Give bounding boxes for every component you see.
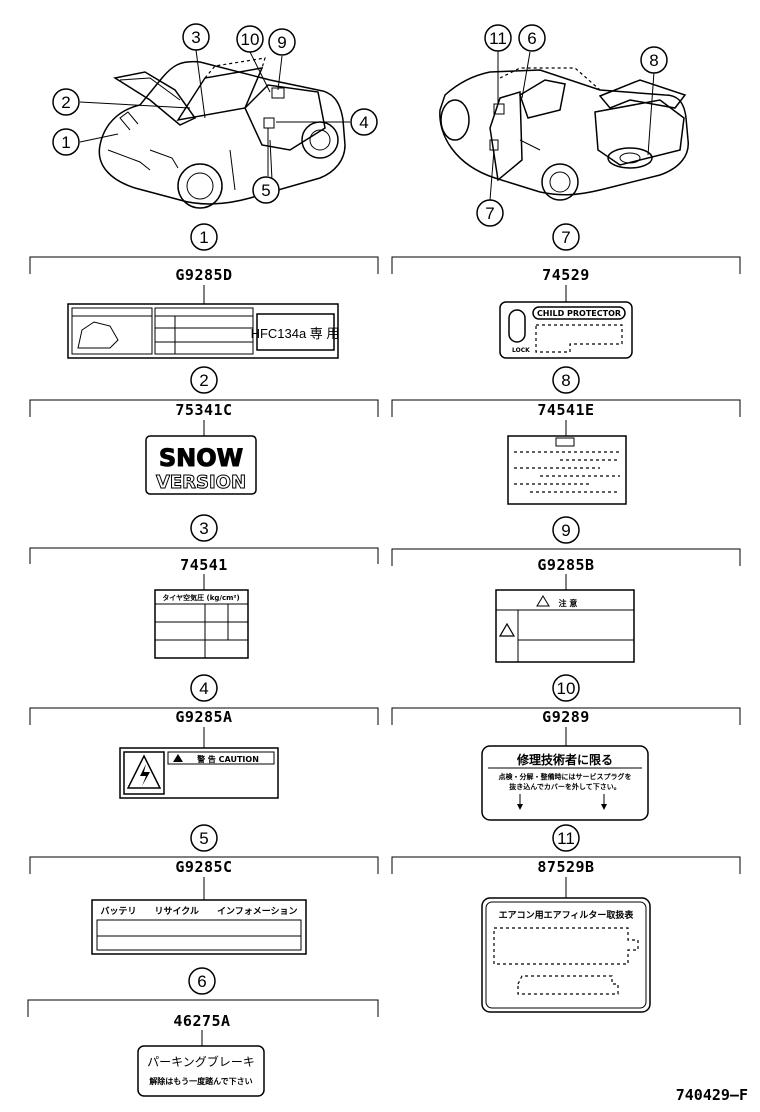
diagram-code: 740429–F (676, 1086, 748, 1104)
svg-text:3: 3 (199, 519, 208, 538)
label-caution-warning: 注 意 (495, 589, 635, 663)
part-number: 75341C (175, 401, 232, 419)
label-trunk-info (507, 435, 627, 505)
svg-text:8: 8 (649, 51, 658, 70)
svg-text:VERSION: VERSION (156, 472, 246, 493)
label-group-1: 1 G9285D HFC134a 専 用 (29, 223, 379, 359)
callout-8: 8 (640, 46, 668, 74)
label-snow-version: SNOW VERSION (145, 435, 257, 495)
svg-text:9: 9 (561, 521, 570, 540)
svg-text:LOCK: LOCK (512, 347, 530, 354)
svg-text:4: 4 (199, 679, 208, 698)
svg-text:6: 6 (197, 972, 206, 991)
label-group-6: 6 46275A パーキングブレーキ 解除はもう一度踏んで下さい (27, 967, 379, 1097)
label-battery-recycle: バッテリ リサイクル インフォメーション (91, 899, 307, 955)
part-number: 74541 (180, 556, 228, 574)
svg-text:11: 11 (489, 29, 507, 48)
label-group-10: 10 G9289 修理技術者に限る 点検・分解・整備時にはサービスプラグを 抜き… (391, 674, 741, 821)
label-group-9: 9 G9285B 注 意 (391, 516, 741, 663)
svg-text:9: 9 (277, 33, 286, 52)
part-number: G9289 (542, 708, 590, 726)
part-number: 87529B (537, 858, 594, 876)
part-number: 46275A (173, 1012, 230, 1030)
callout-10: 10 (236, 25, 264, 53)
part-number: G9285A (175, 708, 232, 726)
label-group-7: 7 74529 LOCK CHILD PROTECTOR (391, 223, 741, 359)
svg-text:点検・分解・整備時にはサービスプラグを: 点検・分解・整備時にはサービスプラグを (499, 772, 632, 781)
svg-text:1: 1 (199, 228, 208, 247)
svg-text:抜き込んでカバーを外して下さい。: 抜き込んでカバーを外して下さい。 (509, 782, 620, 791)
label-parking-brake: パーキングブレーキ 解除はもう一度踏んで下さい (137, 1045, 265, 1097)
svg-text:エアコン用エアフィルター取扱表: エアコン用エアフィルター取扱表 (499, 909, 635, 921)
svg-text:警 告 CAUTION: 警 告 CAUTION (196, 754, 259, 764)
label-group-3: 3 74541 タイヤ空気圧 (kg/cm²) (29, 514, 379, 659)
label-group-5: 5 G9285C バッテリ リサイクル インフォメーション (29, 824, 379, 955)
label-air-filter: エアコン用エアフィルター取扱表 (481, 897, 651, 1013)
svg-text:1: 1 (61, 133, 70, 152)
label-group-11: 11 87529B エアコン用エアフィルター取扱表 (391, 824, 741, 1013)
callout-1: 1 (52, 128, 80, 156)
callout-9: 9 (268, 28, 296, 56)
callout-2: 2 (52, 88, 80, 116)
part-number: G9285B (537, 556, 594, 574)
label-hfc134a: HFC134a 専 用 (67, 303, 340, 359)
svg-text:11: 11 (557, 829, 575, 848)
svg-text:5: 5 (261, 181, 270, 200)
svg-text:6: 6 (527, 29, 536, 48)
svg-text:5: 5 (199, 829, 208, 848)
car-rear-illustration (439, 67, 689, 201)
svg-text:10: 10 (241, 30, 260, 49)
svg-text:2: 2 (61, 93, 70, 112)
part-number: 74529 (542, 266, 590, 284)
callout-4: 4 (350, 108, 378, 136)
part-number: G9285D (175, 266, 232, 284)
svg-text:10: 10 (557, 679, 576, 698)
label-group-4: 4 G9285A 警 告 CAUTION (29, 674, 379, 799)
callouts: 1 2 3 10 9 4 5 11 6 8 7 (52, 23, 668, 227)
label-tire-pressure: タイヤ空気圧 (kg/cm²) (154, 589, 249, 659)
label-group-8: 8 74541E (391, 366, 741, 505)
car-front-illustration (98, 57, 346, 209)
svg-text:解除はもう一度踏んで下さい: 解除はもう一度踏んで下さい (149, 1076, 252, 1086)
svg-text:CHILD PROTECTOR: CHILD PROTECTOR (537, 309, 621, 318)
label-caution-high-voltage: 警 告 CAUTION (119, 747, 279, 799)
part-number: 74541E (537, 401, 594, 419)
part-number: G9285C (175, 858, 232, 876)
callout-3: 3 (182, 23, 210, 51)
callout-7: 7 (476, 199, 504, 227)
svg-text:修理技術者に限る: 修理技術者に限る (516, 752, 613, 767)
label-child-protector: LOCK CHILD PROTECTOR (499, 301, 633, 359)
callout-11: 11 (484, 24, 512, 52)
svg-text:HFC134a 専 用: HFC134a 専 用 (251, 326, 340, 341)
svg-text:注 意: 注 意 (559, 598, 578, 608)
svg-text:7: 7 (485, 204, 494, 223)
callout-6: 6 (518, 24, 546, 52)
callout-5: 5 (252, 176, 280, 204)
label-service-plug: 修理技術者に限る 点検・分解・整備時にはサービスプラグを 抜き込んでカバーを外し… (481, 745, 649, 821)
svg-text:SNOW: SNOW (159, 444, 243, 472)
svg-text:バッテリ リサイクル インフォメーション: バッテリ リサイクル インフォメーション (100, 906, 297, 917)
svg-text:3: 3 (191, 28, 200, 47)
svg-text:タイヤ空気圧 (kg/cm²): タイヤ空気圧 (kg/cm²) (162, 593, 239, 602)
svg-text:2: 2 (199, 371, 208, 390)
label-group-2: 2 75341C SNOW VERSION (29, 366, 379, 495)
svg-text:パーキングブレーキ: パーキングブレーキ (147, 1054, 255, 1069)
svg-text:8: 8 (561, 371, 570, 390)
svg-text:7: 7 (561, 228, 570, 247)
svg-text:4: 4 (359, 113, 368, 132)
